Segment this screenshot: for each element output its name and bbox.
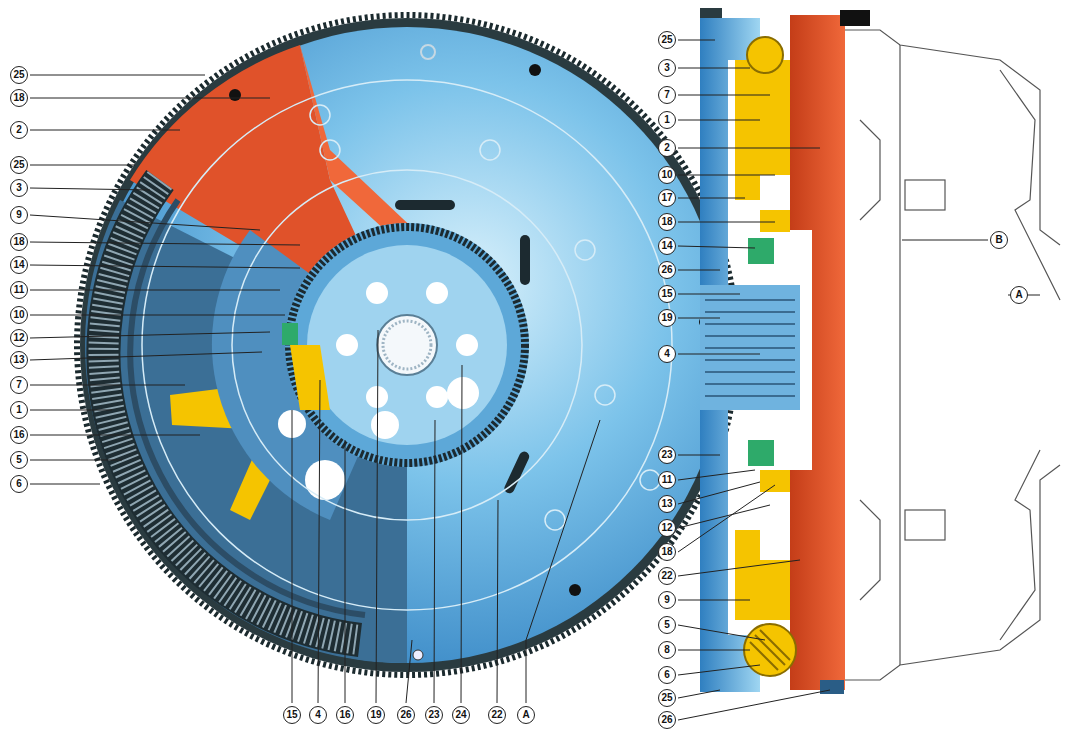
callout-number: 1 (10, 401, 28, 419)
callout-number: 9 (10, 206, 28, 224)
callout-number: 5 (10, 451, 28, 469)
callout-number: 25 (658, 31, 676, 49)
callout-number: 10 (10, 306, 28, 324)
callout-number: 5 (658, 616, 676, 634)
callout-number: 15 (283, 706, 301, 724)
callout-number: 18 (658, 213, 676, 231)
callout-number: 23 (658, 446, 676, 464)
callout-number: 25 (10, 156, 28, 174)
callout-number: B (990, 231, 1008, 249)
callout-number: 22 (488, 706, 506, 724)
callout-number: 12 (10, 329, 28, 347)
callout-number: 6 (658, 666, 676, 684)
callout-number: 13 (658, 495, 676, 513)
callout-number: 7 (10, 376, 28, 394)
callout-number: 8 (658, 641, 676, 659)
callout-number: 18 (10, 89, 28, 107)
callout-number: 19 (367, 706, 385, 724)
callout-number: 26 (397, 706, 415, 724)
callout-number: 25 (10, 66, 28, 84)
callout-number: 16 (10, 426, 28, 444)
callout-number: 17 (658, 189, 676, 207)
callout-number: 4 (309, 706, 327, 724)
callout-number: 18 (658, 543, 676, 561)
callout-number: 2 (658, 139, 676, 157)
callout-number: 6 (10, 475, 28, 493)
callout-number: 22 (658, 567, 676, 585)
callout-number: 26 (658, 261, 676, 279)
callout-number: 10 (658, 166, 676, 184)
callout-number: 7 (658, 86, 676, 104)
callout-number: A (517, 706, 535, 724)
callout-number: 15 (658, 285, 676, 303)
callout-number: 3 (10, 179, 28, 197)
callout-number: 13 (10, 351, 28, 369)
callout-number: 16 (336, 706, 354, 724)
callout-number: A (1010, 286, 1028, 304)
callout-number: 11 (10, 281, 28, 299)
callout-number: 25 (658, 689, 676, 707)
callout-number: 26 (658, 711, 676, 729)
callout-number: 19 (658, 309, 676, 327)
callout-number: 24 (452, 706, 470, 724)
callout-number: 23 (425, 706, 443, 724)
callout-number: 12 (658, 519, 676, 537)
callout-number: 9 (658, 591, 676, 609)
callout-number: 18 (10, 233, 28, 251)
callout-number: 4 (658, 345, 676, 363)
callout-number: 2 (10, 121, 28, 139)
callout-number: 11 (658, 471, 676, 489)
callout-number: 14 (658, 237, 676, 255)
callout-number: 14 (10, 256, 28, 274)
callout-number: 3 (658, 59, 676, 77)
callout-number: 1 (658, 111, 676, 129)
